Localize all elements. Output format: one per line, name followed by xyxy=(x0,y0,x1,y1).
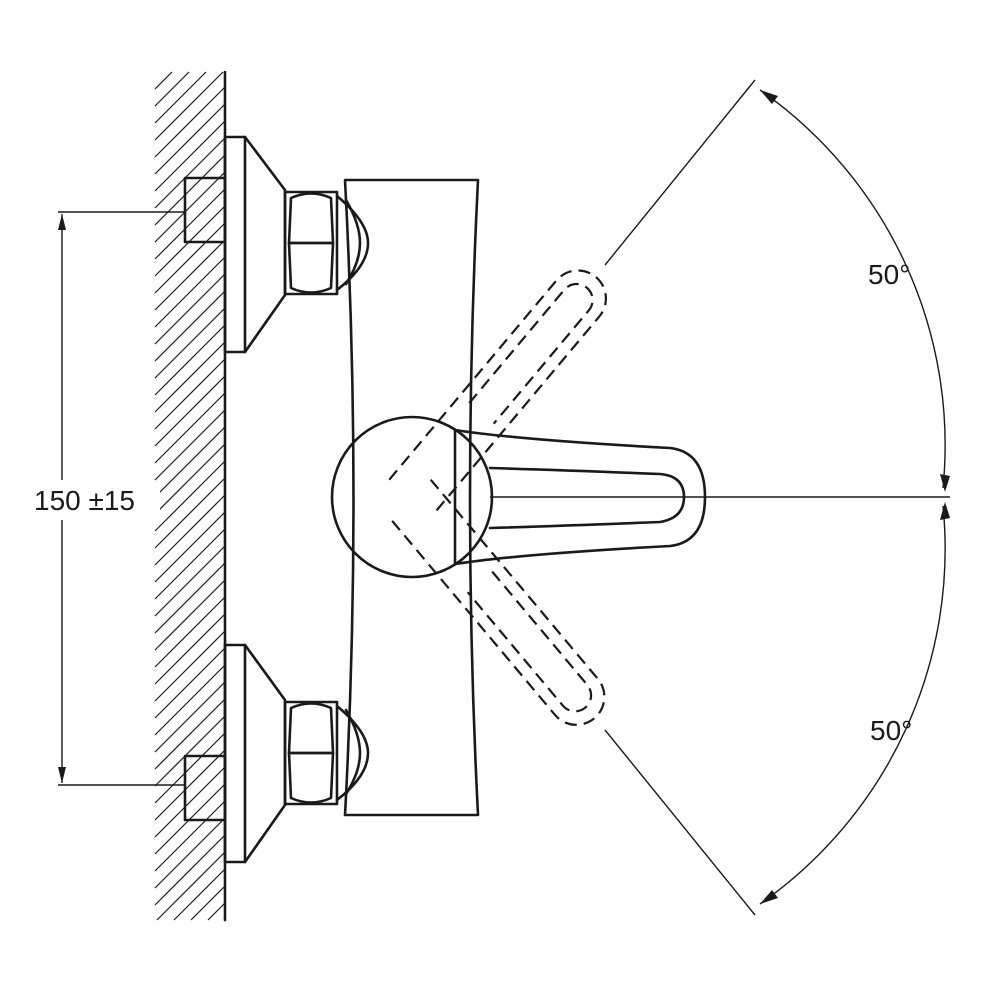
hatch-line xyxy=(154,103,226,175)
hatch-line xyxy=(154,307,226,379)
lever-up-position xyxy=(388,269,607,517)
angle-arrow-down-bottom xyxy=(760,890,778,904)
hatch-line xyxy=(154,630,226,702)
hatch-line xyxy=(154,120,226,192)
hatch-line xyxy=(154,409,226,481)
hatch-line xyxy=(154,71,207,124)
lever-up-outline xyxy=(388,269,607,517)
hatch-line xyxy=(154,460,226,532)
angle-extension-up xyxy=(604,79,756,266)
hatch-line xyxy=(154,698,226,770)
hatch-line xyxy=(154,477,226,549)
hatch-line xyxy=(154,154,226,226)
lower-hex-nut xyxy=(283,700,339,806)
hatch-line xyxy=(154,375,226,447)
lever-hub xyxy=(330,415,494,579)
upper-connector xyxy=(183,135,370,354)
hatch-line xyxy=(154,749,226,821)
hatch-line xyxy=(154,358,226,430)
hatch-line xyxy=(154,664,226,736)
hatch-line xyxy=(154,800,226,872)
hatch-line xyxy=(154,596,226,668)
angle-arrow-up-bottom xyxy=(940,474,950,492)
upper-eccentric-stub xyxy=(183,176,227,244)
hatch-line xyxy=(154,681,226,753)
angle-arc-down xyxy=(759,505,946,905)
upper-cover-flange xyxy=(223,135,287,354)
hatch-line xyxy=(154,273,226,345)
hatch-line xyxy=(154,137,226,209)
lower-cover-flange xyxy=(223,643,287,864)
hatch-line xyxy=(154,834,226,906)
hatch-line xyxy=(154,222,226,294)
lever-down-slot xyxy=(466,570,593,713)
mounting-distance-label: 150 ±15 xyxy=(34,485,135,516)
hatch-line xyxy=(154,171,226,243)
lower-eccentric-stub xyxy=(183,754,227,822)
lower-nut-face-bottom xyxy=(287,751,335,804)
hatch-line xyxy=(154,86,226,158)
lever-slot xyxy=(488,466,686,530)
angle-dimensions: 50° 50° xyxy=(490,79,950,916)
hatch-line xyxy=(154,715,226,787)
hatch-line xyxy=(154,579,226,651)
hatch-line xyxy=(154,613,226,685)
hatch-line xyxy=(154,562,226,634)
lever-down-outline xyxy=(386,478,606,726)
hatch-line xyxy=(154,392,226,464)
hatch-line xyxy=(154,426,226,498)
hatch-line xyxy=(154,647,226,719)
angle-arc-up xyxy=(759,89,946,489)
upper-hex-nut xyxy=(283,190,339,296)
hatch-line xyxy=(154,256,226,328)
hatch-line xyxy=(154,188,226,260)
hatch-line xyxy=(154,71,190,107)
hatch-line xyxy=(154,817,226,889)
hatch-line xyxy=(190,885,226,921)
wall xyxy=(154,70,227,922)
hatch-line xyxy=(156,851,226,921)
hatch-line xyxy=(154,528,226,600)
hatch-line xyxy=(154,71,224,141)
hatch-line xyxy=(154,71,173,90)
upper-nut-face-top xyxy=(287,192,335,245)
hatch-line xyxy=(154,290,226,362)
wall-hatching xyxy=(154,71,226,921)
hatch-line xyxy=(207,902,226,921)
lever-down-position xyxy=(386,478,606,726)
hatch-line xyxy=(154,732,226,804)
angle-extension-down xyxy=(604,729,756,916)
hatch-line xyxy=(173,868,226,921)
dim-arrow-top xyxy=(58,214,66,230)
angle-down-label: 50° xyxy=(870,715,912,746)
upper-union-inner-curve xyxy=(344,198,362,286)
lower-union-inner-curve xyxy=(344,708,362,796)
hatch-line xyxy=(154,443,226,515)
hatch-line xyxy=(154,324,226,396)
hatch-line xyxy=(154,545,226,617)
lower-connector xyxy=(183,643,370,864)
hatch-line xyxy=(154,341,226,413)
hatch-line xyxy=(154,766,226,838)
hatch-line xyxy=(154,511,226,583)
hatch-line xyxy=(154,239,226,311)
mixer-body xyxy=(343,178,480,817)
lever-up-slot xyxy=(468,282,594,425)
mounting-dimension: 150 ±15 xyxy=(30,211,185,786)
dim-label-bg xyxy=(30,482,160,518)
angle-arrow-up-top xyxy=(760,90,778,104)
dim-arrow-bottom xyxy=(58,767,66,783)
lower-nut-face-top xyxy=(287,702,335,755)
angle-up-label: 50° xyxy=(868,259,910,290)
angle-arrow-down-top xyxy=(940,502,950,520)
hatch-line xyxy=(154,494,226,566)
upper-nut-face-bottom xyxy=(287,241,335,294)
